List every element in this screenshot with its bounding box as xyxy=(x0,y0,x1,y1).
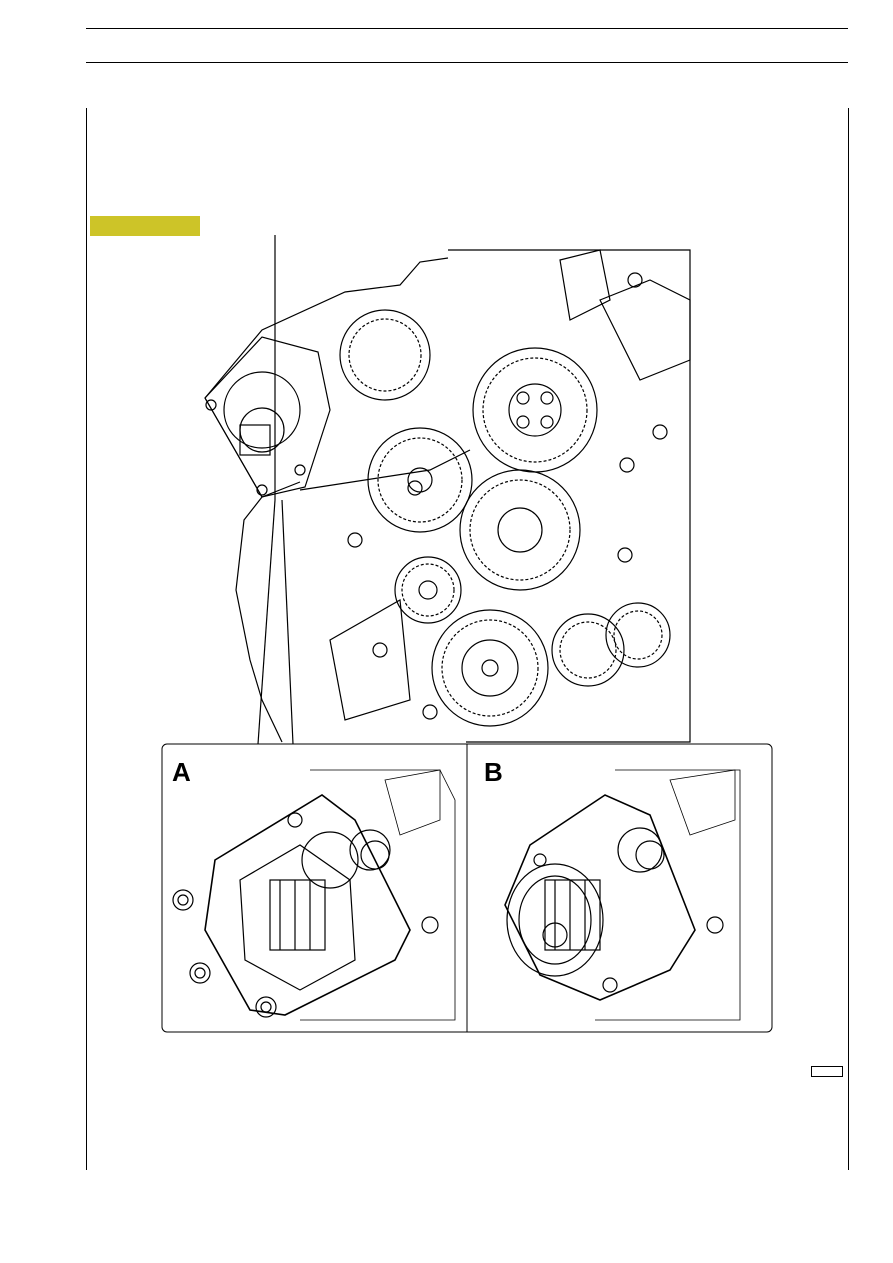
crankshaft-gear xyxy=(431,609,549,727)
section-tag-bar xyxy=(90,216,200,236)
header-rule-bottom xyxy=(86,62,848,63)
detail-inset-frame xyxy=(161,743,773,1033)
idler-gear-left xyxy=(367,427,473,533)
inset-b-pump-assembled xyxy=(504,769,741,1021)
camshaft-gear xyxy=(472,347,598,473)
intermediate-gear xyxy=(459,469,581,591)
figure-reference-box xyxy=(811,1066,843,1077)
inset-label-b: B xyxy=(484,757,503,787)
pump-drive-gear xyxy=(339,309,431,401)
right-margin-rule xyxy=(848,108,849,1170)
small-gear-left xyxy=(394,556,462,624)
inset-a-pump-exploded xyxy=(172,769,456,1021)
header-rule-top xyxy=(86,28,848,29)
balancer-gear-right xyxy=(551,613,625,687)
left-margin-rule xyxy=(86,108,87,1170)
pump-flange xyxy=(204,336,331,498)
inset-label-a: A xyxy=(172,757,191,787)
